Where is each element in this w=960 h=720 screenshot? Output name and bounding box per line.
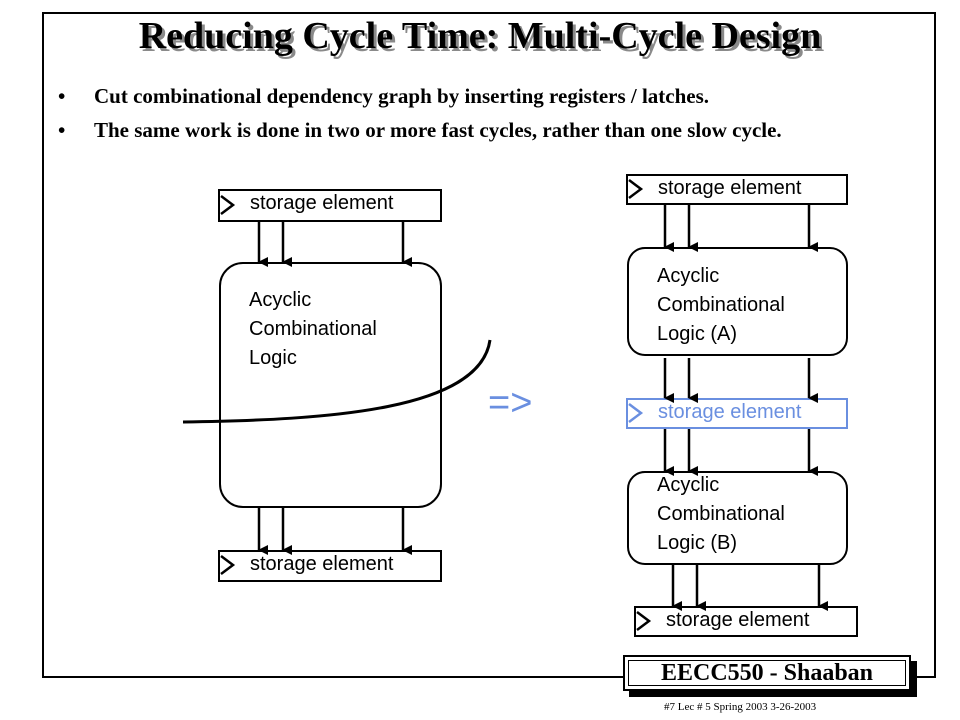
title-shadow: Reducing Cycle Time: Multi-Cycle Design [141, 18, 825, 60]
clock-symbol-icon [628, 179, 644, 199]
title-text: Reducing Cycle Time: Multi-Cycle Design [138, 15, 822, 57]
storage-label: storage element [658, 401, 802, 423]
logic-label-line: Logic (A) [657, 323, 738, 345]
logic-label-line: Acyclic [657, 474, 720, 496]
logic-label-line: Acyclic [657, 265, 720, 287]
logic-label-line: Combinational [249, 318, 377, 340]
logic-label-line: Logic [249, 347, 297, 369]
bullet-list: • Cut combinational dependency graph by … [58, 82, 918, 150]
logic-b-label: Acyclic Combinational Logic (B) [657, 471, 785, 558]
badge-inner-border [628, 660, 906, 686]
transform-arrow-symbol: => [488, 382, 533, 424]
storage-label: storage element [250, 192, 394, 214]
bullet-item: • The same work is done in two or more f… [58, 116, 918, 144]
left-top-storage-element: storage element [218, 189, 442, 222]
course-badge: EECC550 - Shaaban [623, 655, 911, 691]
bullet-text: The same work is done in two or more fas… [94, 118, 782, 142]
logic-label-line: Logic (B) [657, 532, 738, 554]
storage-label: storage element [666, 609, 810, 631]
left-logic-block [219, 262, 442, 508]
logic-block-b [627, 471, 848, 565]
logic-a-label: Acyclic Combinational Logic (A) [657, 262, 785, 349]
left-bottom-storage-element: storage element [218, 550, 442, 582]
slide-footer: #7 Lec # 5 Spring 2003 3-26-2003 [664, 701, 817, 713]
logic-block-a [627, 247, 848, 356]
bullet-dot: • [58, 118, 66, 142]
logic-label-line: Combinational [657, 503, 785, 525]
cut-curve [182, 339, 492, 424]
bullet-text: Cut combinational dependency graph by in… [94, 84, 710, 108]
left-logic-label: Acyclic Combinational Logic [249, 286, 377, 373]
bullet-dot: • [58, 84, 66, 108]
slide-title: Reducing Cycle Time: Multi-Cycle Design … [0, 14, 960, 60]
storage-label: storage element [250, 553, 394, 575]
clock-symbol-icon [220, 195, 236, 215]
badge-text: EECC550 - Shaaban [660, 660, 874, 686]
inserted-storage-element: storage element [626, 398, 848, 429]
storage-label: storage element [658, 177, 802, 199]
bullet-item: • Cut combinational dependency graph by … [58, 82, 918, 110]
logic-label-line: Combinational [657, 294, 785, 316]
logic-label-line: Acyclic [249, 289, 312, 311]
clock-symbol-icon [636, 611, 652, 631]
clock-symbol-icon [220, 555, 236, 575]
right-top-storage-element: storage element [626, 174, 848, 205]
clock-symbol-icon [628, 403, 644, 423]
right-bottom-storage-element: storage element [634, 606, 858, 637]
slide-frame [42, 12, 936, 678]
